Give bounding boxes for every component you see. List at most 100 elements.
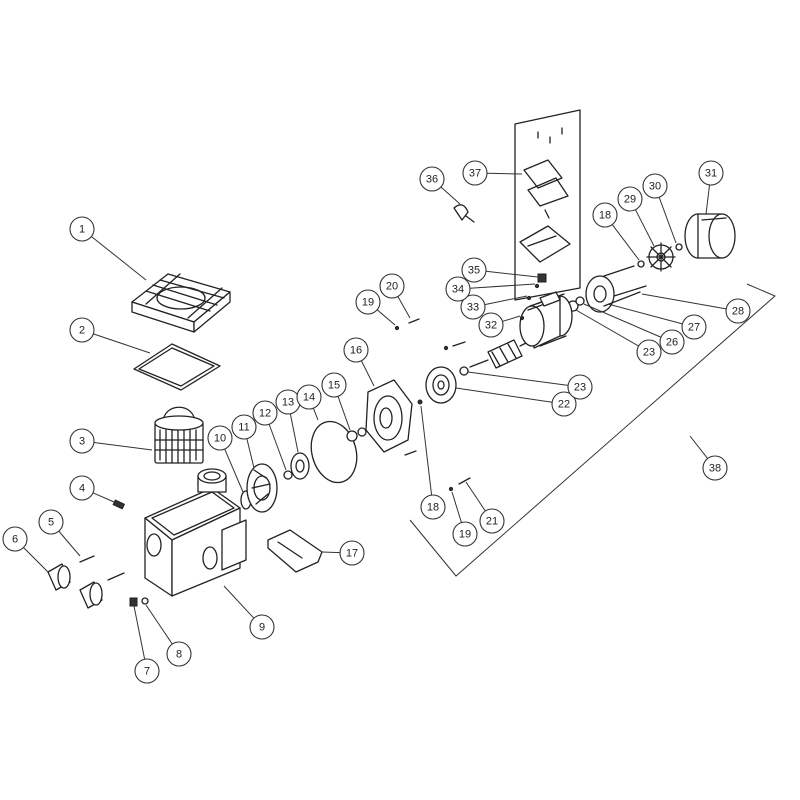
callout-number: 10 [214, 433, 226, 445]
callout-circle [207, 425, 233, 451]
part-32-35-terminals [519, 273, 547, 321]
leader-line-9 [223, 585, 255, 619]
callout-circle [642, 173, 668, 199]
callout-circle [339, 540, 365, 566]
callout-circle [659, 329, 685, 355]
part-9-pump-housing [144, 468, 247, 597]
leader-line-20 [397, 296, 411, 319]
callout-number: 3 [79, 436, 85, 448]
part-7-drain-plug [129, 597, 138, 607]
part-6-fittings [47, 563, 103, 609]
callout-18a: 18 [420, 494, 446, 520]
callout-number: 21 [486, 516, 498, 528]
callout-number: 31 [705, 168, 717, 180]
callout-number: 17 [346, 548, 358, 560]
callout-17: 17 [339, 540, 365, 566]
callout-11: 11 [231, 414, 257, 440]
leader-line-23b [575, 309, 639, 347]
leader-line-18b [611, 224, 640, 261]
leader-line-4 [92, 492, 115, 503]
callout-3: 3 [69, 428, 95, 454]
callout-circle [249, 614, 275, 640]
leader-lines [23, 172, 727, 660]
callout-circle [69, 317, 95, 343]
callout-circle [38, 509, 64, 535]
part-17-base [267, 529, 323, 573]
part-37-control-box [514, 109, 581, 301]
callout-29: 29 [617, 186, 643, 212]
callout-35: 35 [461, 257, 487, 283]
leader-line-38 [689, 435, 709, 459]
part-31-fan-cover [684, 213, 736, 259]
callout-circle [445, 276, 471, 302]
callout-number: 5 [48, 517, 54, 529]
callout-number: 23 [574, 382, 586, 394]
leader-line-14 [312, 407, 319, 421]
callout-number: 1 [79, 224, 85, 236]
part-27-rear-cover [585, 275, 615, 313]
callout-number: 7 [144, 666, 150, 678]
leader-line-15 [337, 396, 351, 431]
leader-line-11 [246, 438, 255, 469]
callout-number: 12 [259, 408, 271, 420]
leader-line-19a [376, 309, 396, 326]
callout-circle [343, 337, 369, 363]
callout-38: 38 [702, 455, 728, 481]
callout-number: 30 [649, 181, 661, 193]
callout-number: 13 [282, 397, 294, 409]
callout-7: 7 [134, 658, 160, 684]
callout-34: 34 [445, 276, 471, 302]
callout-circle [355, 289, 381, 315]
callout-19a: 19 [355, 289, 381, 315]
part-15-seal [346, 427, 367, 442]
part-2-gasket [133, 343, 221, 391]
leader-line-3 [93, 442, 153, 451]
callout-2: 2 [69, 317, 95, 343]
callout-circle [592, 202, 618, 228]
leader-line-5 [58, 530, 81, 557]
part-12-nut [283, 470, 293, 480]
callout-1: 1 [69, 216, 95, 242]
callout-23a: 23 [567, 374, 593, 400]
callout-31: 31 [698, 160, 724, 186]
callout-23b: 23 [636, 339, 662, 365]
leader-line-19b [451, 491, 462, 523]
callout-circle [69, 475, 95, 501]
leader-line-35 [485, 270, 539, 278]
part-11-diffuser [246, 463, 278, 513]
callout-number: 34 [452, 284, 464, 296]
callout-36: 36 [419, 166, 445, 192]
part-36-capacitor [453, 204, 475, 223]
callout-number: 27 [688, 322, 700, 334]
callout-12: 12 [252, 400, 278, 426]
callout-circle [617, 186, 643, 212]
callout-27: 27 [681, 314, 707, 340]
callout-number: 2 [79, 325, 85, 337]
part-29-fan [646, 242, 676, 272]
part-4-pin [112, 499, 126, 510]
callout-circle [252, 400, 278, 426]
leader-line-34 [469, 283, 536, 289]
callout-number: 15 [328, 380, 340, 392]
leader-line-37 [486, 172, 523, 175]
callout-number: 38 [709, 463, 721, 475]
part-1-cover [131, 273, 231, 333]
callout-8: 8 [166, 641, 192, 667]
leader-line-21 [465, 481, 486, 512]
callout-number: 26 [666, 337, 678, 349]
leader-line-22 [455, 387, 553, 403]
callout-circle [379, 273, 405, 299]
callout-circle [551, 391, 577, 417]
callout-number: 19 [362, 297, 374, 309]
part-5-screw [79, 555, 125, 581]
callout-number: 36 [426, 174, 438, 186]
leader-line-26 [583, 303, 662, 338]
callout-number: 28 [732, 306, 744, 318]
callout-circle [419, 166, 445, 192]
leader-line-36 [440, 186, 461, 205]
leader-line-8 [145, 604, 173, 645]
callout-circle [231, 414, 257, 440]
